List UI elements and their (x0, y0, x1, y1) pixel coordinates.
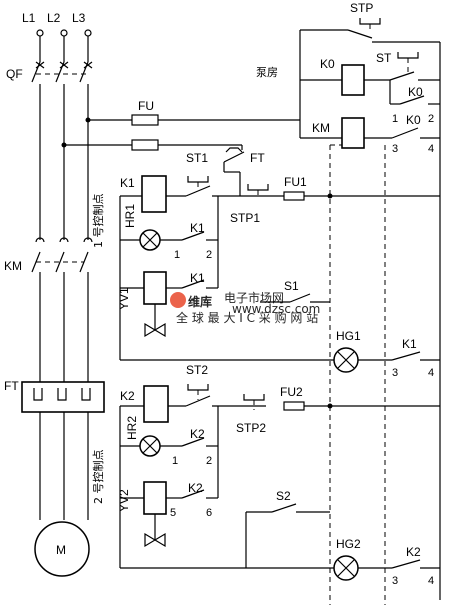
label-yv1: YV1 (117, 287, 131, 310)
solenoid-valve-yv2 (143, 481, 167, 515)
p2-terminal-4: 4 (428, 575, 434, 587)
solenoid-valve-yv1 (143, 271, 167, 305)
p2-terminal-1: 1 (172, 455, 178, 467)
label-fu1: FU1 (284, 175, 307, 189)
label-st1: ST1 (186, 151, 208, 165)
watermark-url: www.dzsc.com (232, 302, 320, 316)
terminal-l2 (60, 29, 68, 37)
p1-terminal-1: 1 (174, 249, 180, 261)
power-circuit: L1 L2 L3 QF KM (4, 11, 105, 577)
relay-coil-k0 (341, 64, 365, 96)
fuse-fu-bottom (131, 139, 159, 151)
pump-room-circuit: STP 泵房 K0 ST K0 KM (256, 1, 441, 600)
start-button-st (389, 52, 419, 81)
label-l3: L3 (72, 11, 86, 25)
p1-terminal-4: 4 (428, 367, 434, 379)
label-motor: M (56, 543, 66, 557)
valve-icon-1 (144, 322, 166, 338)
label-k1: K1 (120, 176, 135, 190)
label-fu: FU (138, 99, 154, 113)
breaker-qf (31, 61, 93, 83)
terminal-4: 4 (428, 143, 434, 155)
label-hg1: HG1 (336, 329, 361, 343)
label-stp2: STP2 (236, 421, 266, 435)
label-k2: K2 (120, 389, 135, 403)
label-fu2: FU2 (280, 385, 303, 399)
p2-terminal-2: 2 (206, 455, 212, 467)
label-st: ST (376, 51, 392, 65)
watermark-logo: 维库 (188, 294, 212, 309)
label-l2: L2 (47, 11, 61, 25)
contactor-coil-km (341, 117, 365, 149)
fuse-fu-top (131, 114, 159, 126)
watermark-slogan: 全 球 最 大 I C 采 购 网 站 (176, 310, 318, 325)
relay-coil-k2 (143, 385, 169, 423)
fuse-fu1 (283, 191, 305, 201)
p2-terminal-5: 5 (170, 507, 176, 519)
label-control-point-1: 1 号控制点 (91, 194, 105, 249)
label-hr2: HR2 (125, 416, 139, 440)
terminal-2: 2 (428, 113, 434, 125)
label-k1-lamp: K1 (190, 221, 205, 235)
label-pump-room: 泵房 (256, 66, 278, 79)
label-km-main: KM (4, 259, 22, 273)
label-k1-out: K1 (402, 337, 417, 351)
label-k0: K0 (320, 57, 335, 71)
label-s1: S1 (284, 279, 299, 293)
watermark: 维库 电子市场网 www.dzsc.com 全 球 最 大 I C 采 购 网 … (170, 290, 320, 325)
p2-terminal-6: 6 (206, 507, 212, 519)
label-qf: QF (6, 67, 23, 81)
label-k0-aux: K0 (408, 85, 423, 99)
label-k2-lamp: K2 (190, 427, 205, 441)
fuse-fu2 (283, 401, 305, 411)
p2-terminal-3: 3 (392, 575, 398, 587)
watermark-logo-icon (170, 292, 186, 308)
label-yv2: YV2 (117, 489, 131, 512)
label-stp: STP (350, 1, 373, 15)
control-point-2: ST2 K2 STP2 FU2 HR2 K2 1 2 YV2 K2 (91, 363, 440, 587)
valve-icon-2 (144, 532, 166, 548)
stop-button-stp (347, 18, 381, 39)
motor-m (34, 521, 90, 577)
label-k2-out: K2 (406, 545, 421, 559)
label-ft-contact: FT (250, 151, 265, 165)
terminal-1: 1 (392, 113, 398, 125)
label-hr1: HR1 (123, 204, 137, 228)
contactor-km-main (31, 237, 93, 273)
p1-terminal-2: 2 (206, 249, 212, 261)
label-hg2: HG2 (336, 537, 361, 551)
terminal-l1 (36, 29, 44, 37)
relay-coil-k1 (141, 175, 167, 213)
terminal-3: 3 (392, 143, 398, 155)
label-ft-main: FT (4, 379, 19, 393)
watermark-title: 电子市场网 (224, 290, 284, 305)
label-control-point-2: 2 号控制点 (91, 450, 105, 505)
control-point-1: ST1 FT K1 STP1 FU1 HR1 K1 (91, 145, 440, 379)
terminal-l3 (84, 29, 92, 37)
control-supply: FU (64, 99, 300, 151)
label-st2: ST2 (186, 363, 208, 377)
label-k0-contact: K0 (406, 113, 421, 127)
label-s2: S2 (276, 489, 291, 503)
label-stp1: STP1 (230, 211, 260, 225)
label-l1: L1 (22, 11, 36, 25)
label-km-coil: KM (312, 121, 330, 135)
p1-terminal-3: 3 (392, 367, 398, 379)
